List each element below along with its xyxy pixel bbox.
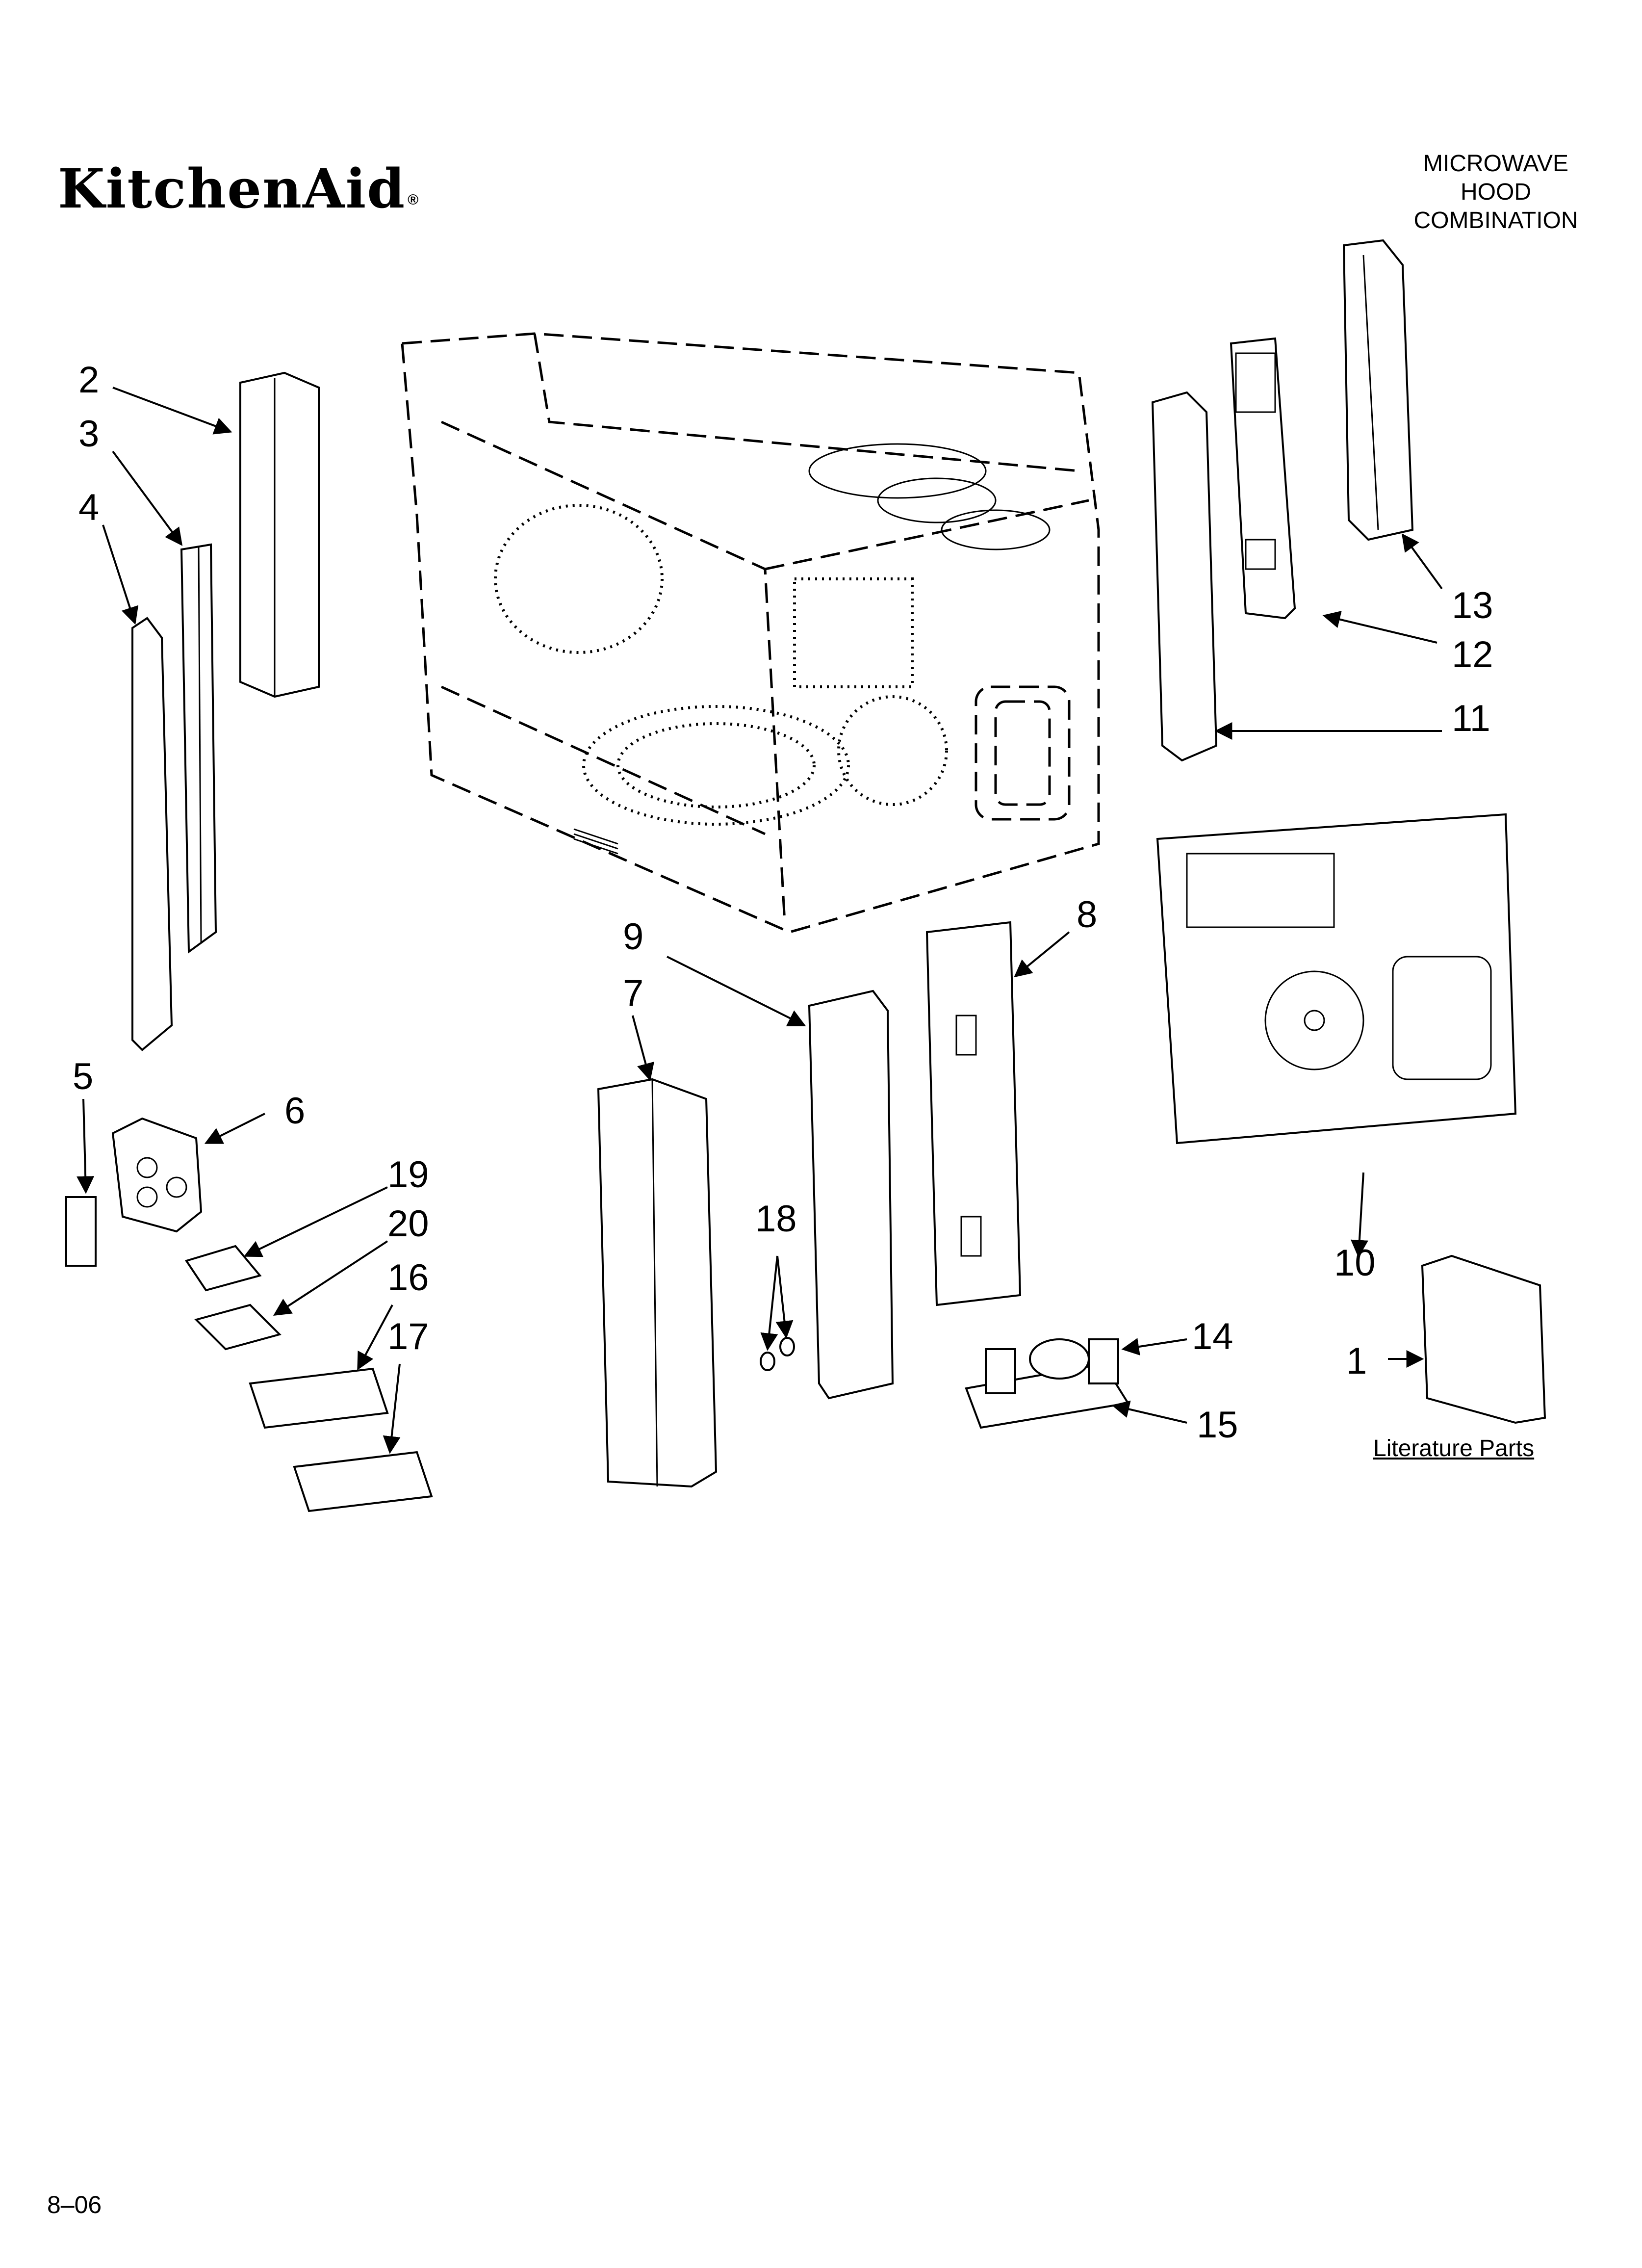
part-18-plugs bbox=[760, 1337, 795, 1371]
part-4-side-trim bbox=[131, 617, 173, 1051]
part-9-choke-cover bbox=[808, 990, 894, 1400]
callout-15: 15 bbox=[1197, 1404, 1238, 1446]
callout-10: 10 bbox=[1334, 1242, 1376, 1284]
leader-arrow-2 bbox=[112, 387, 232, 435]
product-title-line-2: HOOD bbox=[1461, 179, 1531, 205]
callout-5: 5 bbox=[73, 1056, 93, 1097]
oven-cavity-assembly bbox=[401, 332, 1100, 934]
leader-arrow-17 bbox=[383, 1363, 401, 1454]
leader-arrow-3 bbox=[112, 450, 183, 546]
part-16-bracket bbox=[249, 1367, 389, 1429]
part-10-back-panel bbox=[1156, 813, 1517, 1145]
part-8-panel bbox=[925, 921, 1022, 1306]
callout-6: 6 bbox=[284, 1090, 305, 1132]
callout-17: 17 bbox=[387, 1316, 429, 1357]
callout-8: 8 bbox=[1077, 894, 1097, 936]
part-17-bracket bbox=[293, 1451, 433, 1512]
part-3-trim-strip bbox=[180, 543, 217, 954]
callout-16: 16 bbox=[387, 1257, 429, 1299]
leader-arrow-7 bbox=[632, 1015, 654, 1081]
part-5-switch bbox=[65, 1196, 97, 1267]
part-20-holder bbox=[194, 1303, 282, 1351]
callout-11: 11 bbox=[1452, 698, 1490, 739]
callout-12: 12 bbox=[1452, 634, 1493, 676]
callout-2: 2 bbox=[78, 359, 99, 401]
leader-arrow-12 bbox=[1322, 611, 1437, 644]
kitchenaid-logo: KitchenAid® bbox=[58, 162, 419, 216]
product-title-line-3: COMBINATION bbox=[1413, 208, 1578, 234]
part-7-door bbox=[597, 1078, 718, 1488]
literature-parts-label: Literature Parts bbox=[1373, 1435, 1535, 1461]
leader-arrow-15 bbox=[1111, 1400, 1187, 1424]
leader-arrow-13 bbox=[1401, 533, 1443, 590]
callout-13: 13 bbox=[1452, 585, 1493, 626]
leader-arrow-5 bbox=[77, 1098, 95, 1194]
leader-arrow-9 bbox=[667, 956, 806, 1026]
leader-arrow-10 bbox=[1350, 1172, 1368, 1258]
logo-text: KitchenAid bbox=[58, 157, 406, 220]
part-6-control-board bbox=[111, 1117, 203, 1233]
callout-14: 14 bbox=[1192, 1316, 1233, 1357]
leader-arrows bbox=[77, 387, 1443, 1454]
part-1-literature-book bbox=[1421, 1254, 1546, 1424]
callout-7: 7 bbox=[623, 972, 643, 1014]
leader-arrow-19 bbox=[243, 1186, 388, 1257]
callout-18: 18 bbox=[755, 1198, 797, 1240]
product-title-line-1: MICROWAVE bbox=[1423, 151, 1568, 177]
leader-arrow-20 bbox=[273, 1240, 388, 1316]
part-11-side-bracket bbox=[1151, 391, 1218, 762]
leader-arrow-18b bbox=[775, 1255, 794, 1339]
callout-4: 4 bbox=[78, 487, 99, 528]
part-2-side-bracket bbox=[239, 371, 320, 698]
callout-9: 9 bbox=[623, 916, 643, 958]
page-code: 8–06 bbox=[47, 2191, 102, 2218]
registered-mark: ® bbox=[408, 192, 420, 208]
part-14-15-transformer-assembly bbox=[965, 1338, 1130, 1429]
callout-1: 1 bbox=[1346, 1340, 1367, 1382]
product-title: MICROWAVE HOOD COMBINATION bbox=[1403, 150, 1589, 235]
leader-arrow-14 bbox=[1121, 1338, 1187, 1356]
part-12-control-board bbox=[1230, 337, 1296, 620]
leader-arrow-18a bbox=[760, 1255, 778, 1351]
leader-arrow-16 bbox=[357, 1304, 393, 1371]
part-13-control-housing bbox=[1342, 239, 1414, 541]
callout-19: 19 bbox=[387, 1154, 429, 1196]
callout-20: 20 bbox=[387, 1203, 429, 1245]
callout-numbers: 2 3 4 5 6 19 20 16 17 9 7 8 18 10 11 12 … bbox=[73, 359, 1493, 1446]
leader-arrow-8 bbox=[1014, 931, 1070, 978]
part-19-membrane bbox=[184, 1245, 262, 1292]
leader-arrow-4 bbox=[102, 524, 139, 625]
leader-arrow-6 bbox=[204, 1113, 265, 1144]
callout-3: 3 bbox=[78, 413, 99, 455]
